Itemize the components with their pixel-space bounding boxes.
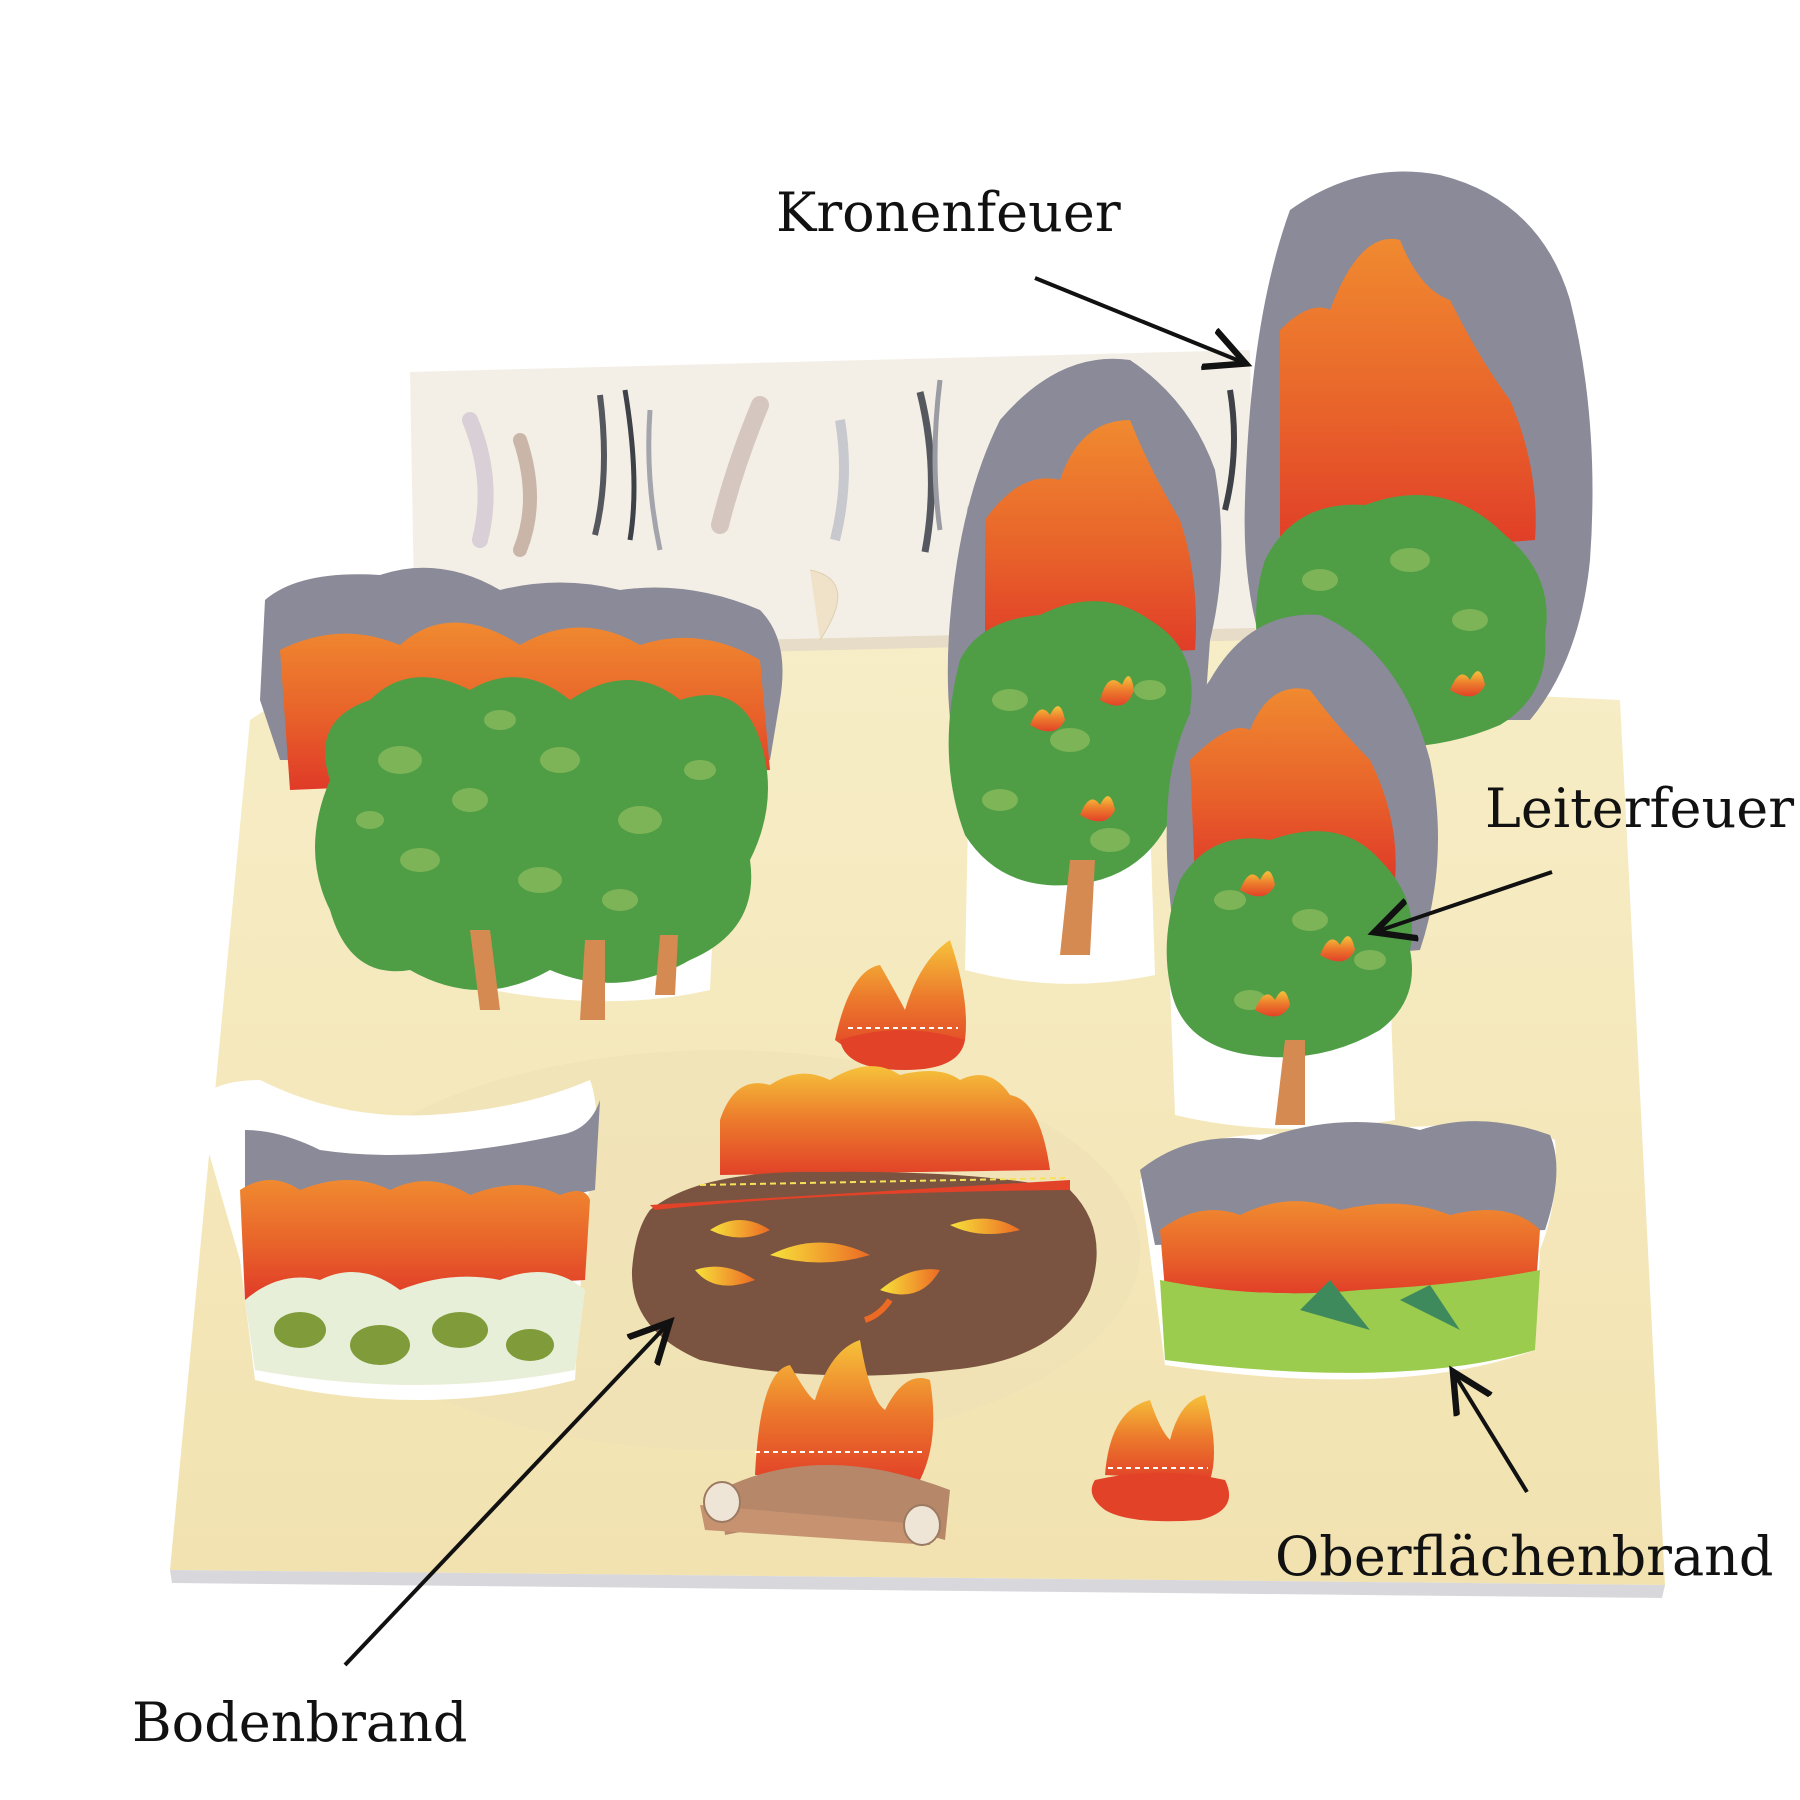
label-crown-fire: Kronenfeuer [776,181,1121,244]
campfire-model [700,1340,950,1546]
arrow-surface-fire [1455,1375,1529,1494]
annotation-arrows [343,276,1553,1667]
tree-group-crown-fire-left [260,567,783,1020]
label-ladder-fire: Leiterfeuer [1485,777,1795,840]
tree-ladder-fire-front-right [1166,614,1438,1129]
small-flame-bottom [1091,1395,1230,1522]
arrow-ground-fire [343,1325,667,1667]
tree-crown-fire-tall-right [1244,171,1593,748]
surface-fire-cup-right [1140,1121,1557,1380]
arrow-ladder-fire [1378,870,1553,931]
arrow-crown-fire [1034,276,1242,362]
tree-crown-fire-middle [947,358,1222,984]
small-flame-top [835,940,966,1070]
label-surface-fire: Oberflächenbrand [1275,1525,1774,1588]
ground-fire-model [631,1066,1097,1376]
label-ground-fire: Bodenbrand [132,1691,468,1754]
shrub-fire-cup-left [195,1080,600,1400]
